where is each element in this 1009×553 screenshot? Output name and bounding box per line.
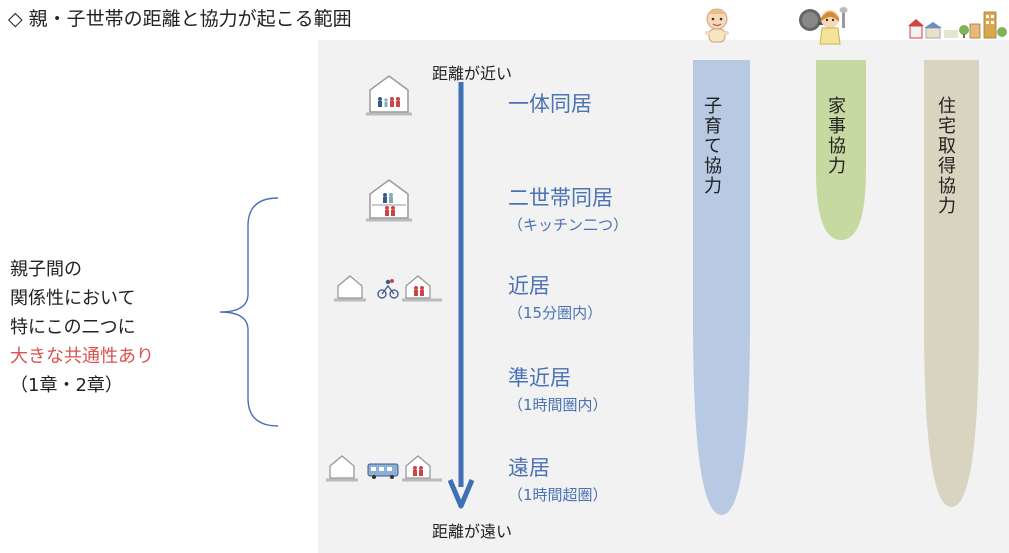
mother-cooking-icon: [796, 6, 856, 50]
childcare-label: 子育て協力: [701, 96, 722, 196]
note-block: 親子間の 関係性において 特にこの二つに 大きな共通性あり （1章・2章）: [10, 255, 154, 400]
page-title: ◇ 親・子世帯の距離と協力が起こる範囲: [8, 8, 352, 30]
note-line: （1章・2章）: [10, 375, 123, 396]
housing-label: 住宅取得協力: [935, 96, 956, 216]
brace: [219, 197, 279, 427]
housework-label: 家事協力: [825, 96, 846, 176]
nearby-houses-bicycle-icon: [334, 270, 446, 306]
distant-houses-train-icon: [326, 452, 446, 486]
level-junkinkyo: 準近居 （1時間圏内）: [508, 362, 608, 415]
housing-bar: [924, 60, 979, 507]
house-family-icon: [366, 72, 412, 120]
level-sub: （キッチン二つ）: [508, 216, 629, 234]
level-nisetai: 二世帯同居 （キッチン二つ）: [508, 182, 628, 235]
level-name: 遠居: [508, 456, 550, 480]
two-generation-house-icon: [366, 176, 412, 226]
axis-bottom-label: 距離が遠い: [432, 522, 513, 541]
diagram-panel: [318, 40, 1009, 553]
level-sub: （15分圏内）: [508, 304, 603, 322]
level-name: 近居: [508, 274, 550, 298]
level-name: 一体同居: [508, 92, 592, 116]
town-buildings-icon: [908, 10, 1008, 44]
level-kinkyo: 近居 （15分圏内）: [508, 270, 602, 323]
housework-bar: [816, 60, 866, 240]
baby-icon: [700, 6, 734, 50]
level-name: 準近居: [508, 366, 571, 390]
note-line: 親子間の: [10, 259, 82, 280]
note-highlight: 大きな共通性あり: [10, 346, 154, 367]
level-sub: （1時間圏内）: [508, 396, 608, 414]
level-sub: （1時間超圏）: [508, 486, 608, 504]
childcare-bar: [693, 60, 750, 515]
distance-arrow: [448, 82, 474, 509]
note-line: 特にこの二つに: [10, 317, 136, 338]
axis-top-label: 距離が近い: [432, 64, 513, 83]
note-line: 関係性において: [10, 288, 136, 309]
level-name: 二世帯同居: [508, 186, 613, 210]
cooperation-bars: [693, 60, 979, 515]
level-enkyo: 遠居 （1時間超圏）: [508, 452, 608, 505]
level-isshokyo: 一体同居: [508, 88, 592, 118]
